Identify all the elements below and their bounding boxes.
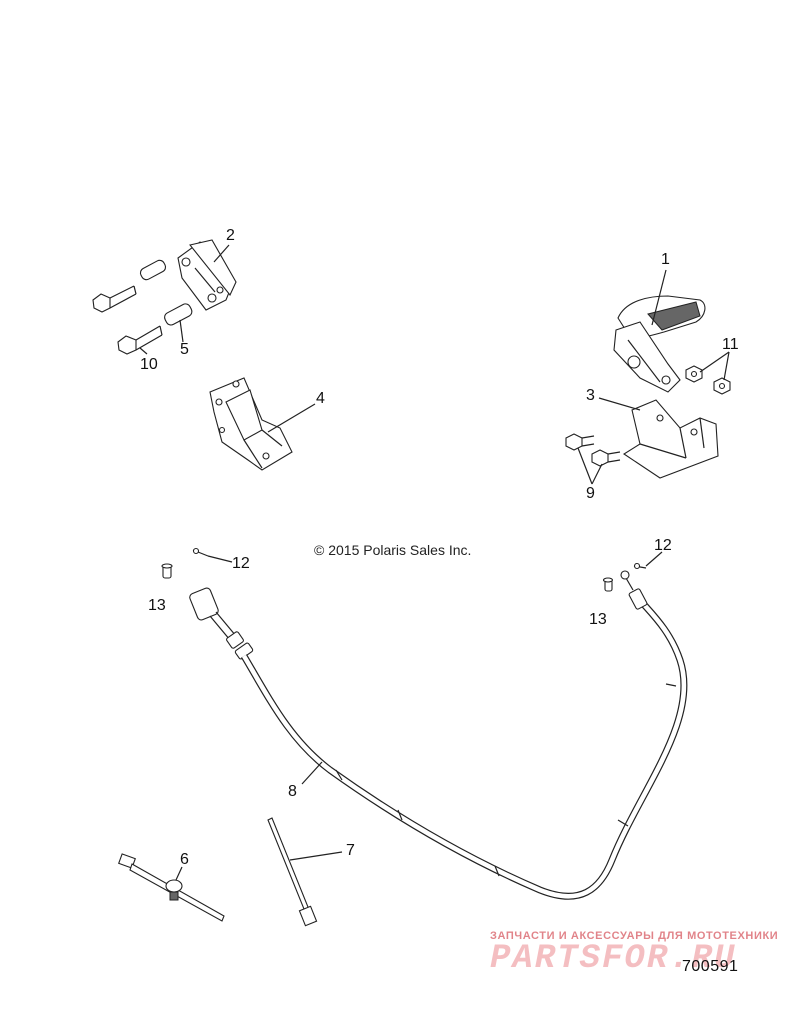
drawing-number: 700591	[682, 958, 739, 975]
callout-5: 5	[180, 341, 189, 358]
callout-13-left: 13	[148, 597, 166, 614]
part-3-handle-mount-plate	[622, 399, 719, 479]
copyright-notice: © 2015 Polaris Sales Inc.	[314, 542, 472, 558]
callout-12-left: 12	[232, 555, 250, 572]
part-5-bushing-upper	[139, 259, 167, 281]
callout-1: 1	[661, 251, 670, 268]
callout-12-right: 12	[654, 537, 672, 554]
part-11-nut-lower	[713, 377, 731, 395]
callout-3: 3	[586, 387, 595, 404]
part-10-bolt-upper	[92, 285, 137, 313]
part-4-mount-bracket	[209, 377, 293, 471]
callout-4: 4	[316, 390, 325, 407]
part-12-clip-right	[633, 562, 647, 570]
part-5-bushing-lower	[164, 303, 193, 326]
callout-6: 6	[180, 851, 189, 868]
part-1-brake-handle	[613, 295, 706, 393]
part-9-bolt-right	[591, 449, 621, 467]
part-13-pin-right	[602, 577, 614, 592]
part-7-cable-tie	[267, 817, 318, 927]
callout-9: 9	[586, 485, 595, 502]
callout-13-right: 13	[589, 611, 607, 628]
part-10-bolt-lower	[117, 325, 163, 355]
part-6-cable-tie-mount	[118, 853, 225, 922]
callout-7: 7	[346, 842, 355, 859]
callout-11: 11	[722, 336, 739, 353]
watermark-tagline: ЗАПЧАСТИ И АКСЕССУАРЫ ДЛЯ МОТОТЕХНИКИ	[490, 930, 779, 942]
leader-lines	[139, 244, 730, 881]
part-11-nut-upper	[685, 365, 703, 383]
callout-2: 2	[226, 227, 235, 244]
part-13-pin-left	[161, 563, 173, 579]
callout-8: 8	[288, 783, 297, 800]
watermark-site: PARTSFOR.RU	[490, 940, 737, 978]
part-12-clip-left	[192, 547, 209, 557]
part-8-brake-cable	[189, 570, 688, 900]
part-9-bolt-left	[565, 433, 595, 451]
part-2-hinge-bracket	[177, 239, 237, 311]
callout-10: 10	[140, 356, 158, 373]
